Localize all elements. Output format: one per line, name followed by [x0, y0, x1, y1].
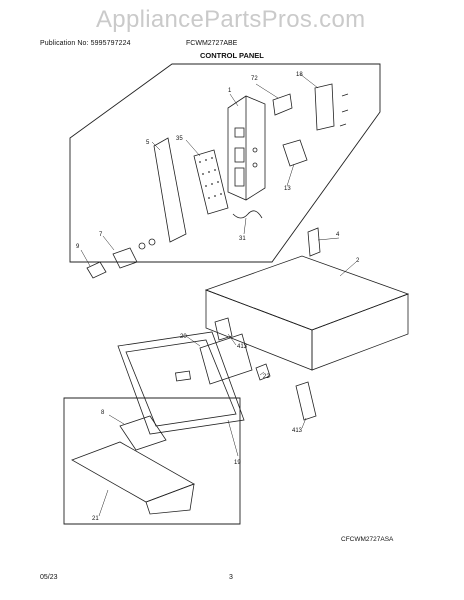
- leader-lines: [80, 73, 357, 517]
- part-9-tag: [86, 261, 107, 279]
- part-35-dots: [199, 157, 222, 199]
- section-title: CONTROL PANEL: [200, 51, 264, 60]
- callout-5: 5: [146, 140, 150, 146]
- model-number: FCWM2727ABE: [186, 40, 238, 47]
- callout-31: 31: [239, 236, 246, 242]
- lower-inset-outline: [63, 397, 241, 525]
- part-13-connector: [282, 139, 308, 167]
- callout-1: 1: [228, 88, 232, 94]
- part-8-module: [119, 415, 167, 451]
- callout-413-lower: 413: [292, 428, 303, 434]
- footer-date: 05/23: [40, 574, 58, 581]
- publication-number: Publication No: 5995797224: [40, 40, 131, 47]
- callout-9: 9: [76, 244, 80, 250]
- callout-413-upper: 413: [237, 344, 248, 350]
- callout-21: 21: [92, 516, 99, 522]
- part-31-wire: [232, 210, 263, 219]
- callout-18: 18: [296, 72, 303, 78]
- part-4-bracket: [307, 227, 321, 257]
- part-7-holder: [112, 247, 138, 269]
- knob-right: [148, 238, 156, 246]
- callout-20: 20: [180, 334, 187, 340]
- part-18-bracket: [314, 83, 349, 131]
- figure-code: CFCWM2727ASA: [341, 536, 394, 543]
- part-20-board: [199, 333, 253, 385]
- callout-8: 8: [101, 410, 105, 416]
- callout-19: 19: [234, 460, 241, 466]
- part-72-board: [272, 93, 293, 116]
- callout-7: 7: [99, 232, 103, 238]
- part-19-face: [117, 331, 245, 435]
- part-2-chassis: [204, 255, 410, 371]
- callout-13: 13: [284, 186, 291, 192]
- upper-inset-outline: [69, 63, 381, 263]
- part-22-part: [255, 363, 271, 381]
- callout-22: 22: [263, 374, 270, 380]
- callout-72: 72: [251, 76, 258, 82]
- part-1-panel: [227, 95, 266, 201]
- callout-4: 4: [336, 232, 340, 238]
- part-413-lower: [295, 381, 317, 421]
- part-35-pad: [193, 149, 229, 215]
- part-5-overlay: [153, 137, 187, 243]
- callout-2: 2: [356, 258, 360, 264]
- knob-left: [138, 242, 146, 250]
- part-413-upper: [214, 317, 233, 341]
- watermark-text: AppliancePartsPros.com: [96, 6, 366, 33]
- callout-35: 35: [176, 136, 183, 142]
- part-21-tray: [71, 441, 195, 503]
- page-number: 3: [229, 574, 233, 581]
